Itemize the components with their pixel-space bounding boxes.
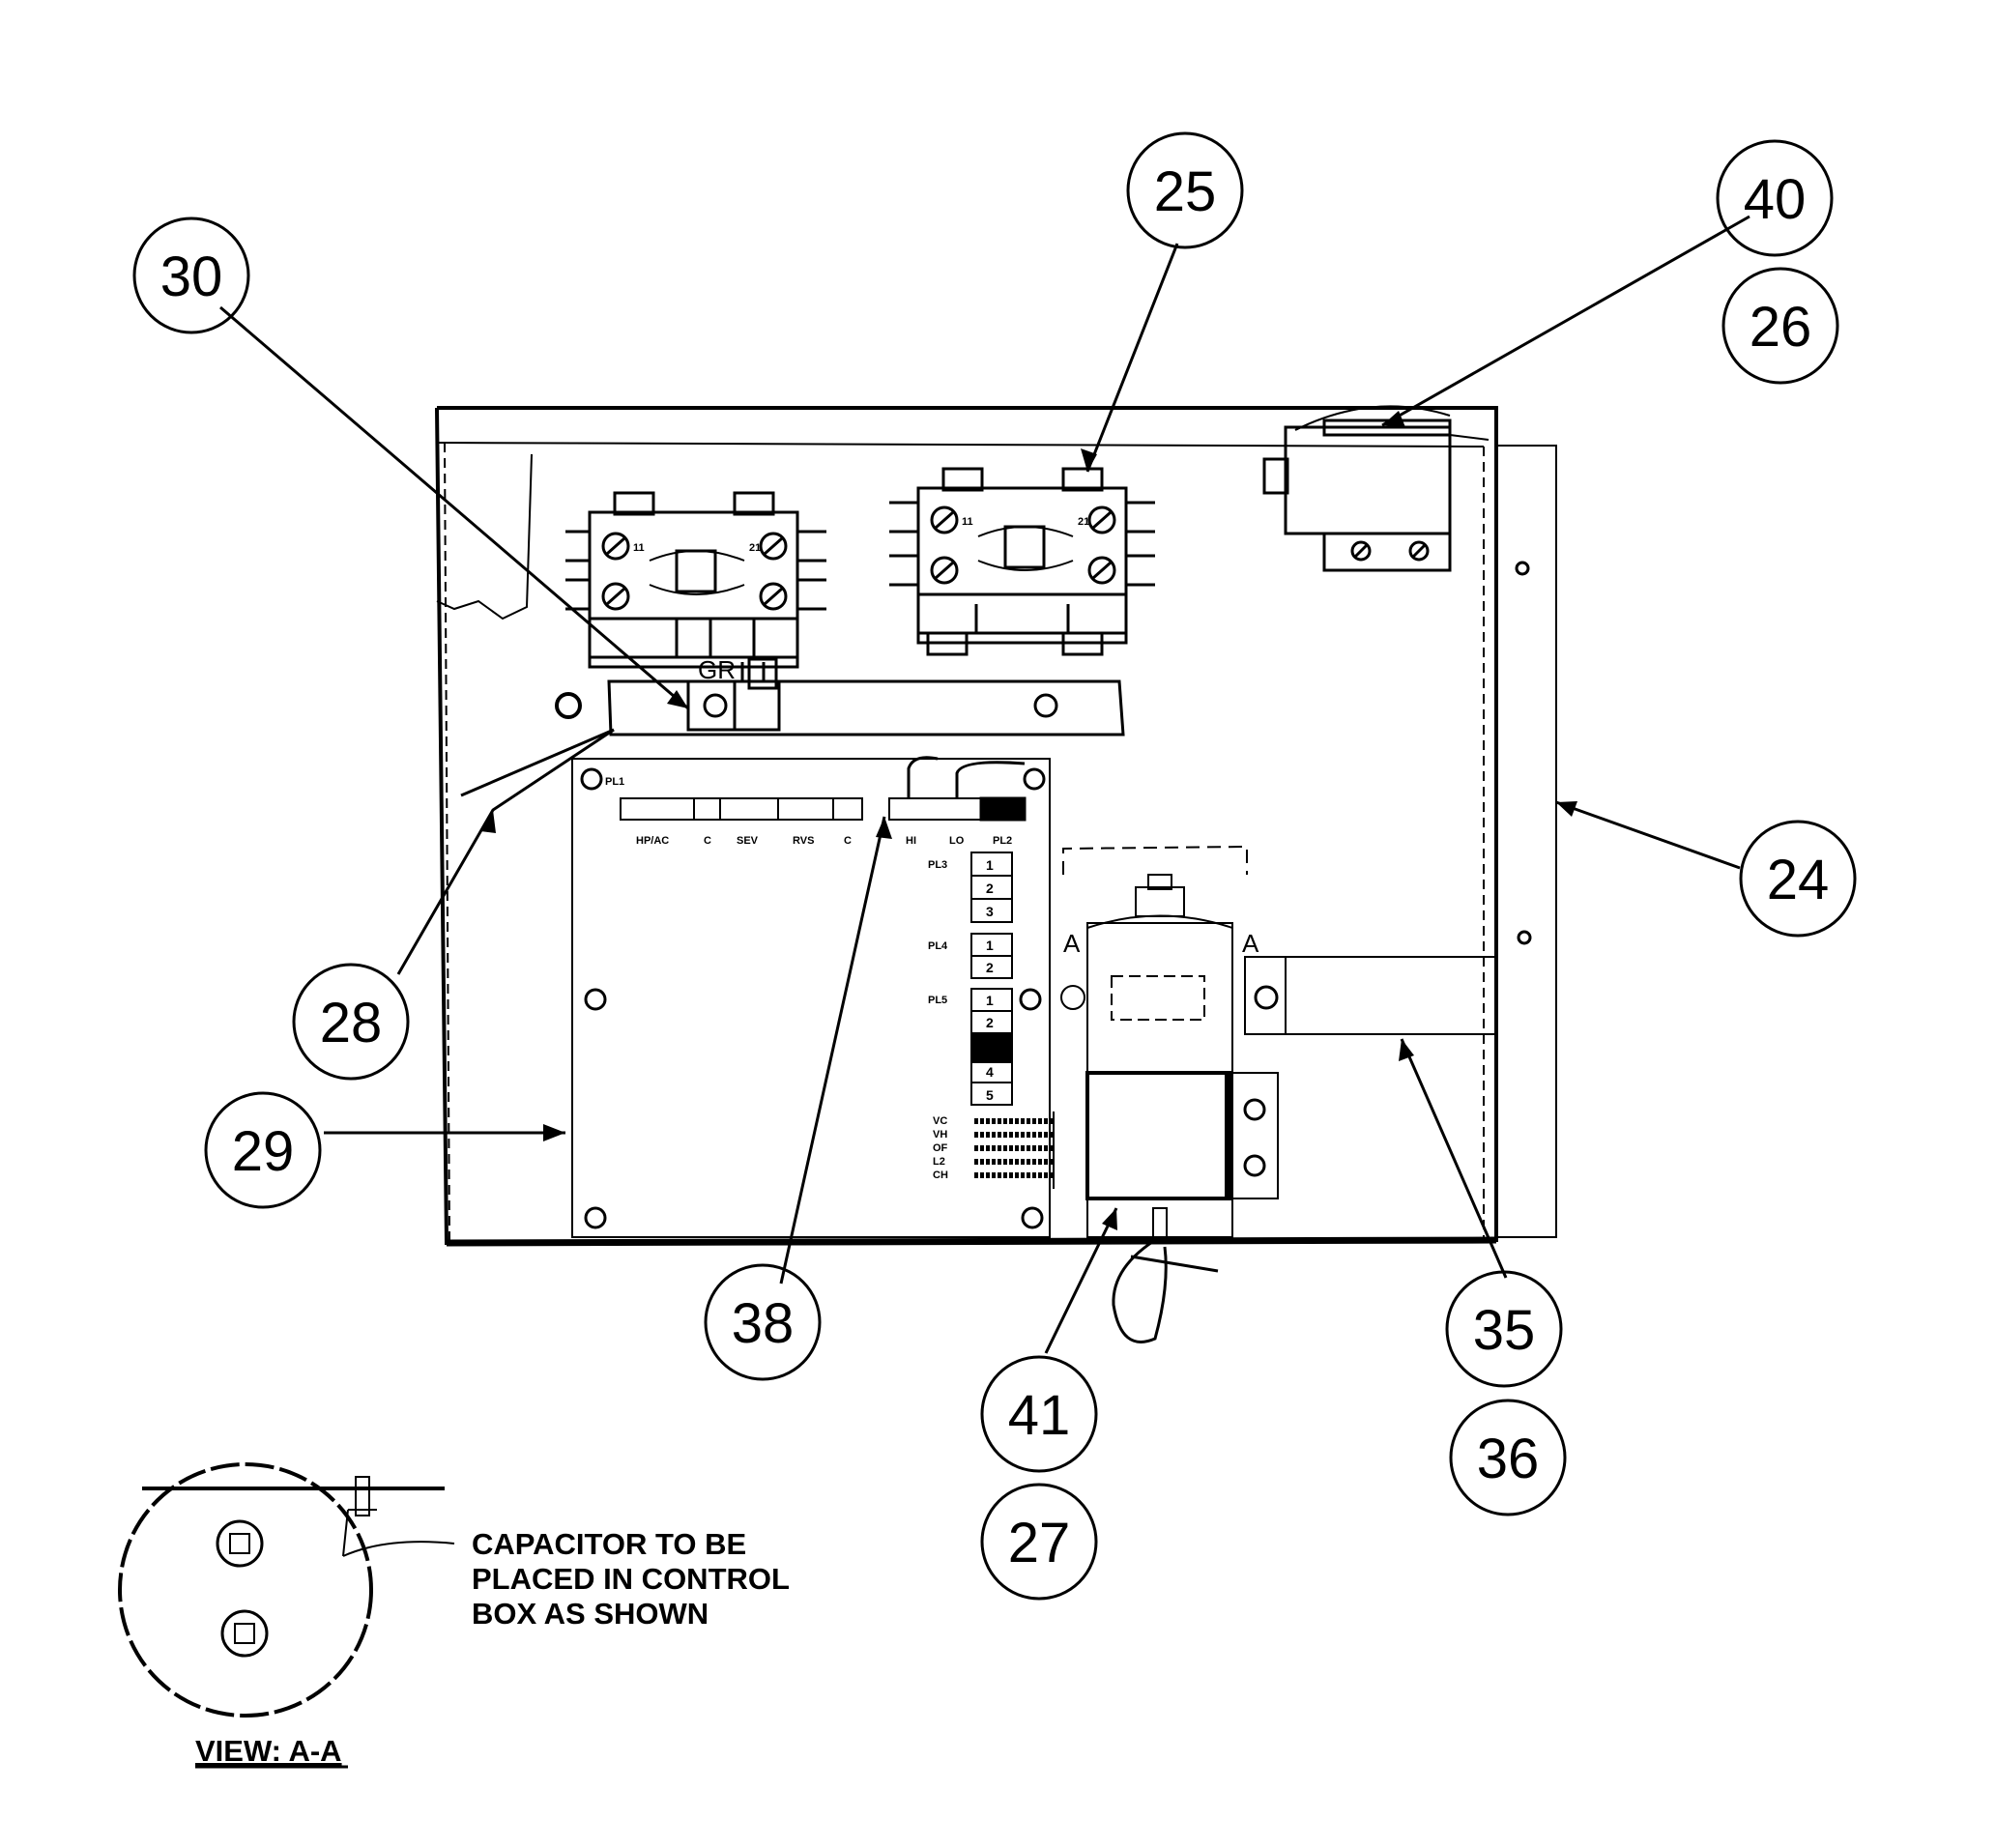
board-side-label-l2: L2	[933, 1156, 945, 1168]
callout-38: 38	[732, 1292, 795, 1355]
board-pl4-label: PL4	[928, 940, 948, 952]
board-terminal-c1: C	[704, 835, 711, 847]
section-mark-left: A	[1063, 929, 1081, 958]
callout-29: 29	[232, 1120, 295, 1183]
contactor-left-terminal-21: 21	[749, 542, 761, 554]
board-pl1-label: PL1	[605, 776, 624, 788]
ground-label: GR	[698, 655, 736, 684]
contactor-left	[565, 491, 826, 690]
board-pl5-label: PL5	[928, 995, 947, 1006]
callout-27-circle	[980, 1483, 1098, 1601]
contactor-left-terminal-11: 11	[633, 542, 645, 554]
board-side-label-of: OF	[933, 1142, 948, 1154]
callout-circles	[132, 131, 1857, 1601]
callout-35-circle	[1445, 1270, 1563, 1388]
callout-41: 41	[1008, 1384, 1071, 1447]
board-terminal-c2: C	[844, 835, 852, 847]
pl3-pin-3: 3	[986, 904, 994, 919]
callout-36-circle	[1449, 1399, 1567, 1516]
callout-41-circle	[980, 1355, 1098, 1473]
callout-40: 40	[1744, 168, 1807, 231]
board-side-label-ch: CH	[933, 1169, 948, 1181]
board-terminal-rvs: RVS	[793, 835, 814, 847]
callout-28-circle	[292, 963, 410, 1081]
pl5-pin-2: 2	[986, 1015, 994, 1030]
contactor-right-terminal-21: 21	[1078, 516, 1089, 528]
board-hi-label: HI	[906, 835, 916, 847]
callout-24: 24	[1767, 849, 1830, 911]
pl5-pin-5: 5	[986, 1087, 994, 1103]
capacitor	[1060, 845, 1279, 1343]
leader-lines	[219, 215, 1750, 1354]
callout-38-circle	[704, 1263, 822, 1381]
pl3-pin-2: 2	[986, 881, 994, 896]
board-side-label-vh: VH	[933, 1129, 947, 1141]
note-line-3: BOX AS SHOWN	[472, 1597, 709, 1631]
callout-30-circle	[132, 217, 250, 334]
section-mark-right: A	[1242, 929, 1259, 958]
callout-24-circle	[1739, 820, 1857, 938]
pl4-pin-1: 1	[986, 938, 994, 953]
transformer	[1262, 405, 1490, 572]
callout-28: 28	[320, 992, 383, 1054]
board-side-label-vc: VC	[933, 1115, 947, 1127]
callout-25-circle	[1126, 131, 1244, 249]
pl3-pin-1: 1	[986, 857, 994, 873]
callout-25: 25	[1154, 160, 1217, 223]
contactor-right	[889, 467, 1155, 656]
pl5-pin-4: 4	[986, 1064, 994, 1080]
ground-bar	[555, 662, 1125, 736]
control-board	[571, 756, 1055, 1238]
callout-35: 35	[1473, 1299, 1536, 1362]
callout-26: 26	[1750, 296, 1812, 359]
board-lo-label: LO	[949, 835, 965, 847]
board-pl3-label: PL3	[928, 859, 947, 871]
callout-numbers: 25 40 26 30 24 28 29 38 41 27 35 36	[160, 160, 1830, 1574]
capacitor-bracket	[1244, 956, 1497, 1035]
contactor-right-terminal-11: 11	[962, 516, 973, 528]
capacitor-note: CAPACITOR TO BE PLACED IN CONTROL BOX AS…	[472, 1527, 790, 1631]
board-terminal-sev: SEV	[737, 835, 759, 847]
board-pl2-label: PL2	[993, 835, 1012, 847]
callout-29-circle	[204, 1091, 322, 1209]
pl4-pin-2: 2	[986, 960, 994, 975]
callout-40-circle	[1716, 139, 1834, 257]
callout-36: 36	[1477, 1428, 1540, 1490]
view-label: VIEW: A-A	[195, 1734, 342, 1768]
callout-27: 27	[1008, 1512, 1071, 1574]
arrowheads	[480, 411, 1577, 1230]
note-line-2: PLACED IN CONTROL	[472, 1562, 790, 1596]
callout-26-circle	[1721, 267, 1839, 385]
view-a-a-detail	[118, 1462, 455, 1718]
drawing-labels: GR A A 11 21 11 21 PL1 HP/AC C SEV RVS C…	[605, 516, 1259, 1181]
note-line-1: CAPACITOR TO BE	[472, 1527, 746, 1561]
pl5-pin-1: 1	[986, 993, 994, 1008]
control-box-panel	[435, 406, 1498, 1247]
board-terminal-hp-ac: HP/AC	[636, 835, 669, 847]
side-flange	[1495, 445, 1557, 1238]
callout-30: 30	[160, 245, 223, 308]
